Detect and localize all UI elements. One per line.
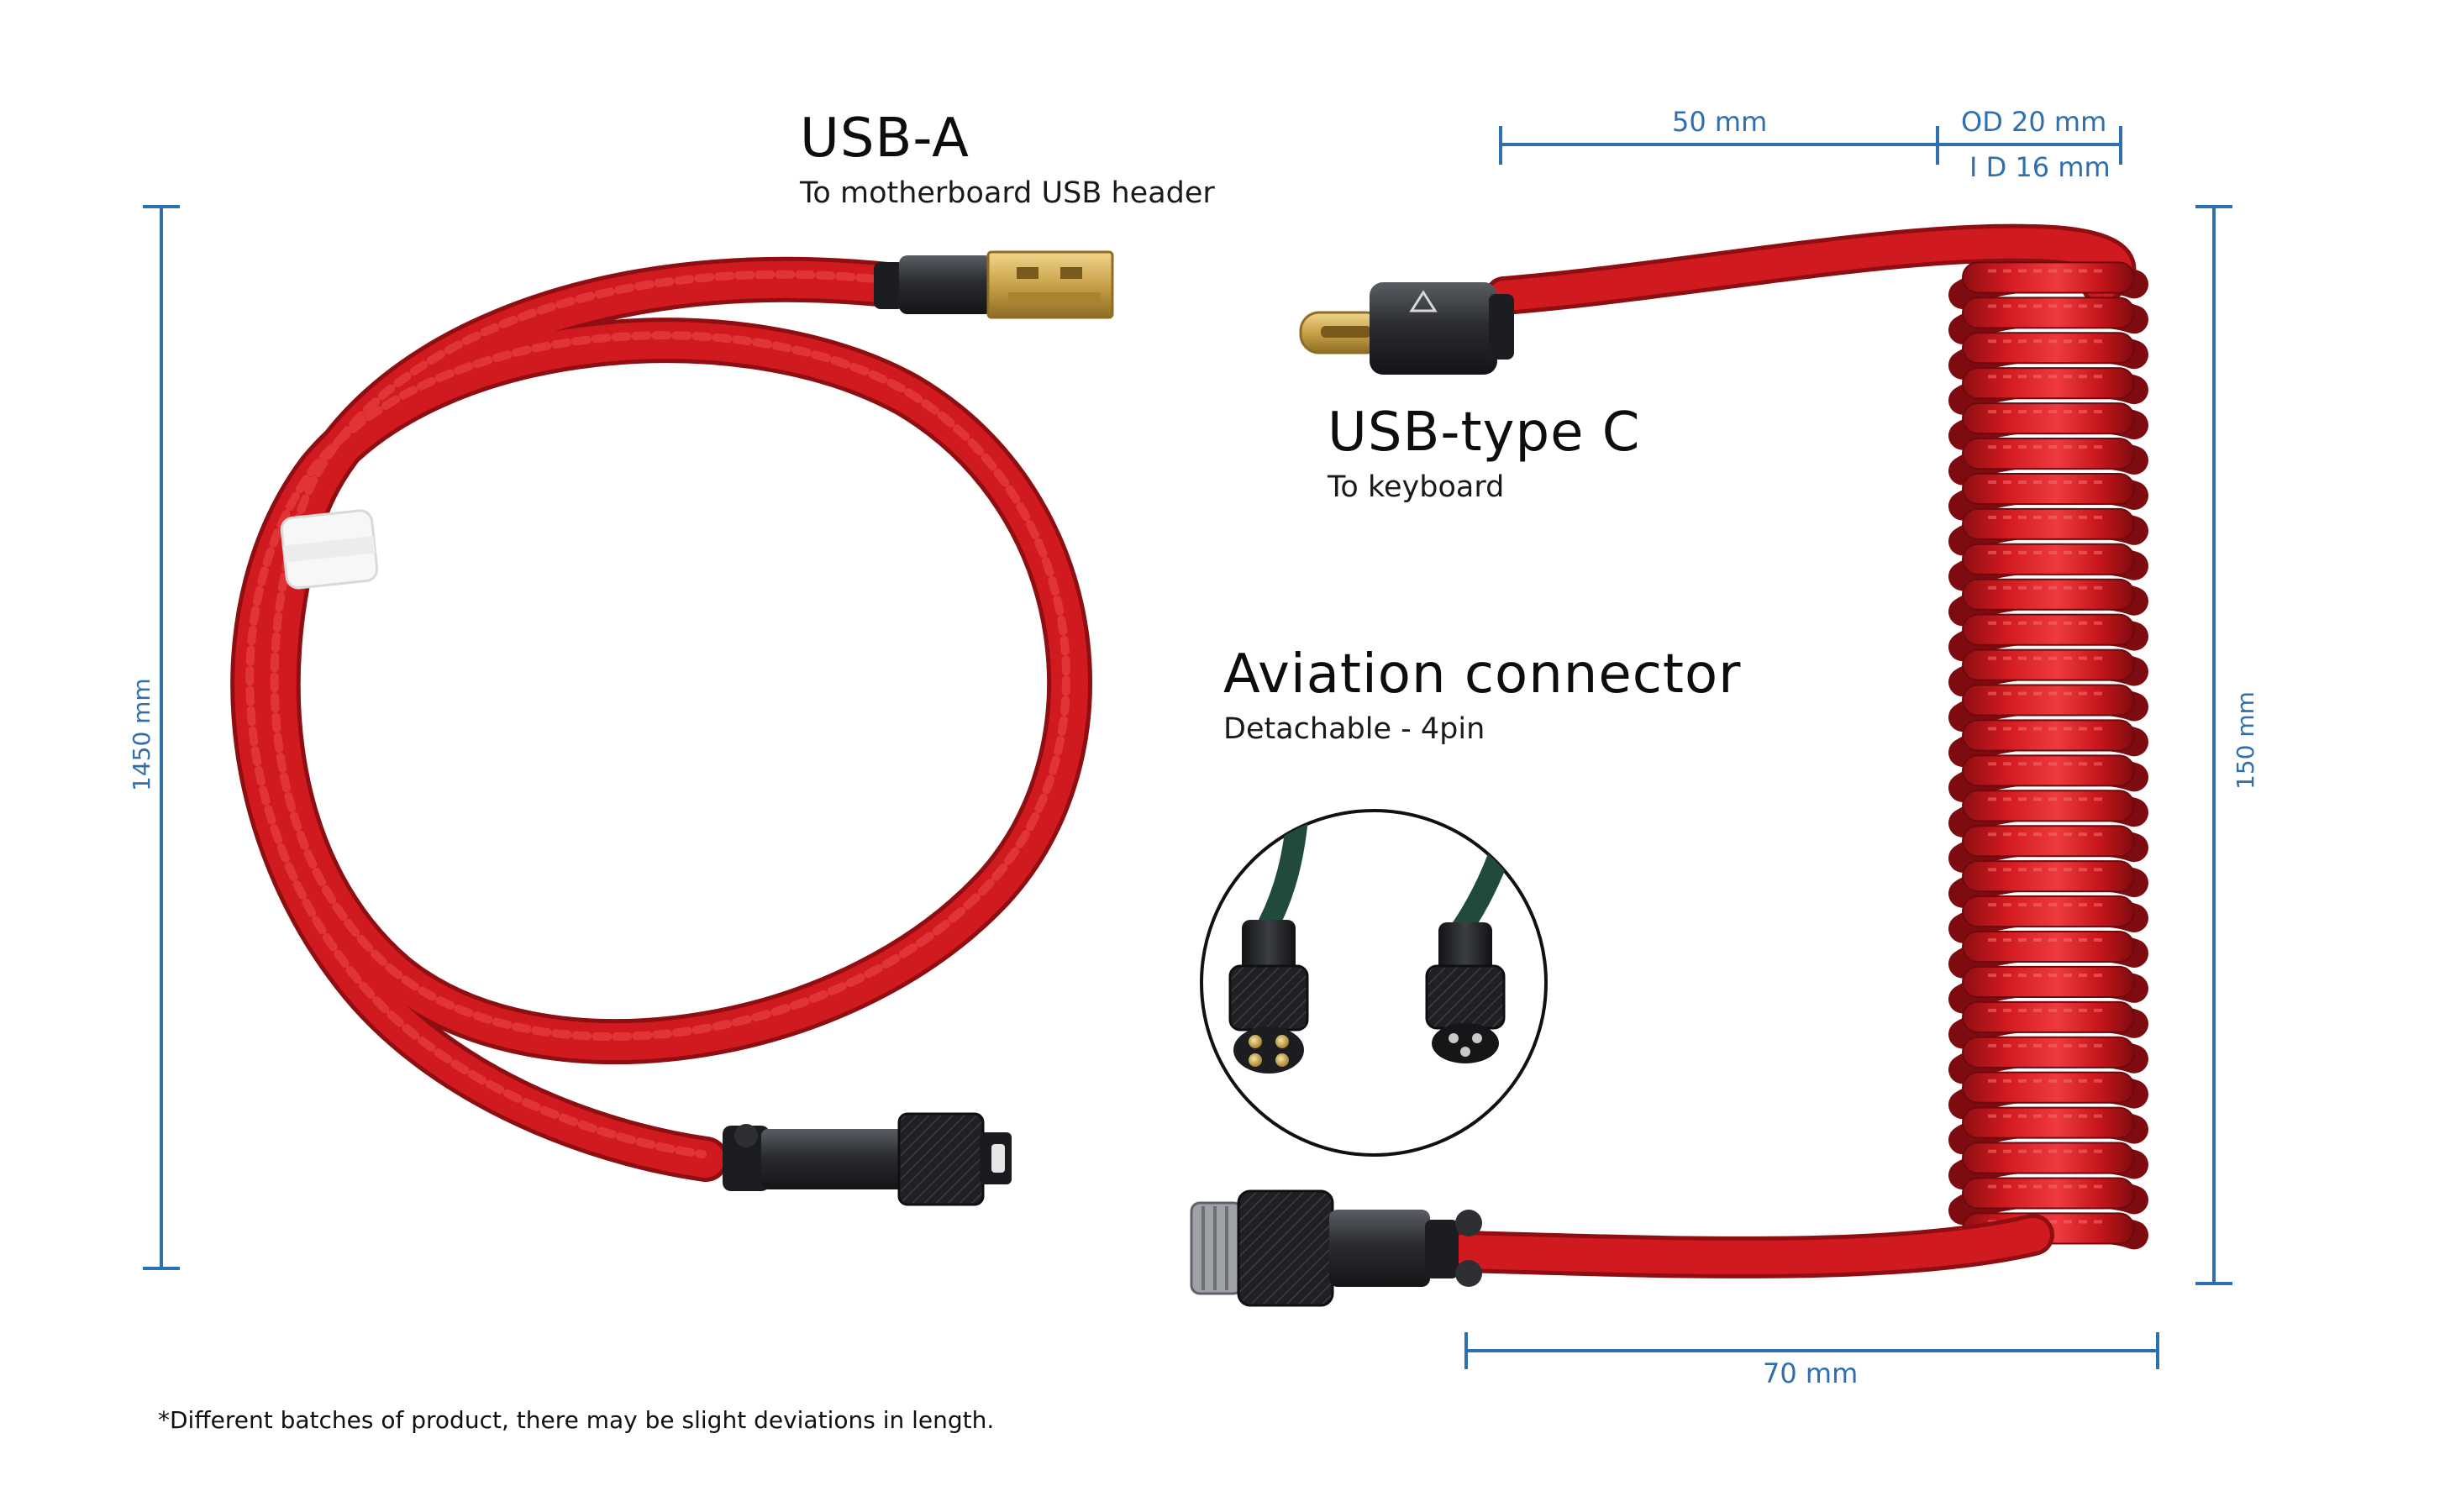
aviation-inset <box>1200 809 1548 1157</box>
aviation-title: Aviation connector <box>1223 643 1742 706</box>
coil-width-label: 70 mm <box>1763 1357 1859 1389</box>
coil-loop <box>1962 297 2135 329</box>
coil-loop <box>1962 1071 2135 1104</box>
coil-loop <box>1962 543 2135 575</box>
usb-c-subtitle: To keyboard <box>1328 470 1505 504</box>
coil-loop <box>1962 507 2135 540</box>
coil-loop <box>1962 402 2135 435</box>
aviation-connector-male-icon <box>1190 1189 1482 1307</box>
coil-loop <box>1962 367 2135 400</box>
coil-loop <box>1962 472 2135 506</box>
coil-loop <box>1962 1177 2135 1210</box>
coil-loop <box>1962 1036 2135 1068</box>
coil-body <box>1948 261 2148 1260</box>
straight-cable <box>230 256 1092 1182</box>
outer-diameter-label: OD 20 mm <box>1961 106 2107 138</box>
footnote: *Different batches of product, there may… <box>158 1406 995 1434</box>
coil-loop <box>1962 719 2135 752</box>
coil-loop <box>1962 895 2135 928</box>
straight-length-label: 1450 mm <box>128 678 155 791</box>
coil-loop <box>1962 790 2135 822</box>
coil-loop <box>1962 648 2135 681</box>
coil-loop <box>1962 930 2135 963</box>
usb-a-subtitle: To motherboard USB header <box>800 176 1215 210</box>
coil-loop <box>1962 965 2135 998</box>
coil-loop <box>1962 438 2135 470</box>
coil-loop <box>1962 332 2135 365</box>
coil-loop <box>1962 754 2135 787</box>
coil-loop <box>1962 1142 2135 1174</box>
coil-loop <box>1962 261 2135 294</box>
coil-height-label: 150 mm <box>2232 691 2259 790</box>
coil-loop <box>1962 578 2135 611</box>
coil-loop <box>1962 684 2135 717</box>
coil-loop <box>1962 1000 2135 1033</box>
usb-c-title: USB-type C <box>1328 402 1641 464</box>
coil-loop <box>1962 860 2135 893</box>
aviation-connector-icon <box>723 1112 1012 1206</box>
coil-tail-cable <box>1485 223 2137 315</box>
usb-c-plug-icon <box>1299 282 1514 375</box>
usb-a-title: USB-A <box>800 108 970 170</box>
coil-bottom-cable <box>1441 1214 2054 1278</box>
coil-loop <box>1962 825 2135 858</box>
aviation-subtitle: Detachable - 4pin <box>1223 712 1485 746</box>
dimension-lines <box>143 126 2232 1369</box>
inner-diameter-label: I D 16 mm <box>1969 151 2111 183</box>
coil-loop <box>1962 613 2135 646</box>
velcro-strap-icon <box>280 509 379 590</box>
tail-length-label: 50 mm <box>1672 106 1768 138</box>
usb-a-plug-icon <box>874 250 1114 319</box>
coil-loop <box>1962 1106 2135 1139</box>
